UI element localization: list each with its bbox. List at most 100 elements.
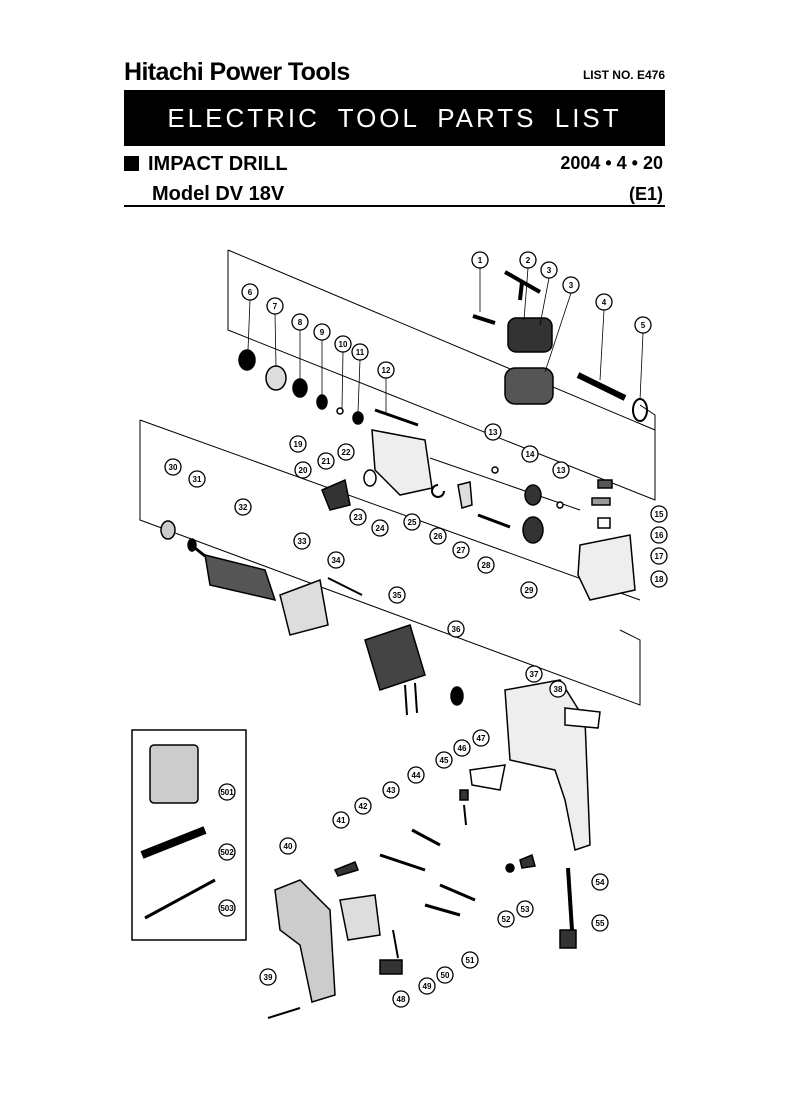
brand-title: Hitachi Power Tools [124,58,350,86]
change-lever-icon [321,478,351,511]
switch-icon [333,861,359,877]
retaining-ring-icon [632,398,648,422]
callout: 35 [388,586,406,604]
product-name: IMPACT DRILL [124,153,288,176]
svg-text:37: 37 [530,670,539,679]
svg-text:27: 27 [457,546,466,555]
svg-text:2: 2 [526,256,531,265]
callout-group: 1 2 3 3 4 5 6 7 8 9 10 11 12 13 14 13 15… [164,251,668,1008]
callout: 7 [266,297,284,315]
callout: 29 [520,581,538,599]
callout: 17 [650,547,668,565]
svg-text:23: 23 [354,513,363,522]
pin-icon [477,513,511,529]
edition-code: (E1) [628,184,663,204]
second-gear-icon [522,516,544,544]
callout: 32 [234,498,252,516]
svg-text:13: 13 [557,466,566,475]
product-label: IMPACT DRILL [148,153,288,175]
svg-text:29: 29 [525,586,534,595]
svg-text:34: 34 [332,556,341,565]
clip-icon [431,484,445,498]
gear-axis-line [429,457,581,511]
guide-lines [139,249,656,706]
upper-frame-line [227,250,656,501]
svg-text:21: 21 [322,457,331,466]
callout: 21 [317,452,335,470]
svg-text:501: 501 [220,788,234,797]
gear-small-icon [524,484,542,506]
svg-text:13: 13 [489,428,498,437]
svg-text:46: 46 [458,744,467,753]
header-rule [124,205,665,207]
svg-text:48: 48 [397,995,406,1004]
callout: 25 [403,513,421,531]
callout: 6 [241,283,259,301]
callout: 39 [259,968,277,986]
callout: 15 [650,505,668,523]
side-handle-icon [140,826,207,859]
svg-text:50: 50 [441,971,450,980]
svg-text:502: 502 [220,848,234,857]
armature-icon [204,553,277,602]
case-icon [149,744,199,804]
callout: 10 [334,335,352,353]
svg-text:28: 28 [482,561,491,570]
callout: 47 [472,729,490,747]
model-name: Model DV 18V [152,183,285,205]
rear-bearing-icon [450,686,464,706]
callout: 501 [218,783,236,801]
keyless-chuck-icon [504,367,554,405]
svg-text:41: 41 [337,816,346,825]
svg-text:36: 36 [452,625,461,634]
carbon-brush-icon [459,789,469,801]
svg-text:17: 17 [655,552,664,561]
svg-text:49: 49 [423,982,432,991]
svg-text:22: 22 [342,448,351,457]
cord-icon [566,867,574,931]
document-banner: ELECTRIC TOOL PARTS LIST [124,90,665,146]
callout: 9 [313,323,331,341]
svg-text:33: 33 [298,537,307,546]
svg-text:42: 42 [359,802,368,811]
svg-text:54: 54 [596,878,605,887]
list-date: 2004 • 4 • 20 [560,153,663,173]
chuck-key-icon [504,270,541,294]
callout: 50 [436,966,454,984]
svg-text:7: 7 [273,302,278,311]
callout: 2 [519,251,537,269]
lower-frame-line [139,420,641,706]
housing-icon [504,679,591,851]
svg-text:15: 15 [655,510,664,519]
svg-text:503: 503 [220,904,234,913]
cord-clip-icon [519,853,536,869]
fan-guide-icon [279,578,329,636]
callout: 52 [497,910,515,928]
callout: 28 [477,556,495,574]
svg-text:12: 12 [382,366,391,375]
svg-text:11: 11 [356,348,365,357]
svg-text:47: 47 [477,734,486,743]
svg-text:25: 25 [408,518,417,527]
callout: 11 [351,343,369,361]
svg-text:14: 14 [526,450,535,459]
callout: 18 [650,570,668,588]
svg-text:3: 3 [547,266,552,275]
svg-text:38: 38 [554,685,563,694]
label-plate-icon [469,764,506,791]
svg-text:24: 24 [376,524,385,533]
fan-washer-icon [160,520,176,540]
callout: 22 [337,443,355,461]
svg-text:18: 18 [655,575,664,584]
callout: 8 [291,313,309,331]
callout: 1 [471,251,489,269]
tapping-screw-icon [327,577,363,596]
callout: 503 [218,899,236,917]
callout: 38 [549,680,567,698]
callout: 12 [377,361,395,379]
callout: 502 [218,843,236,861]
callout: 31 [188,470,206,488]
callout: 19 [289,435,307,453]
callout: 24 [371,519,389,537]
washer-small-icon [352,411,364,425]
